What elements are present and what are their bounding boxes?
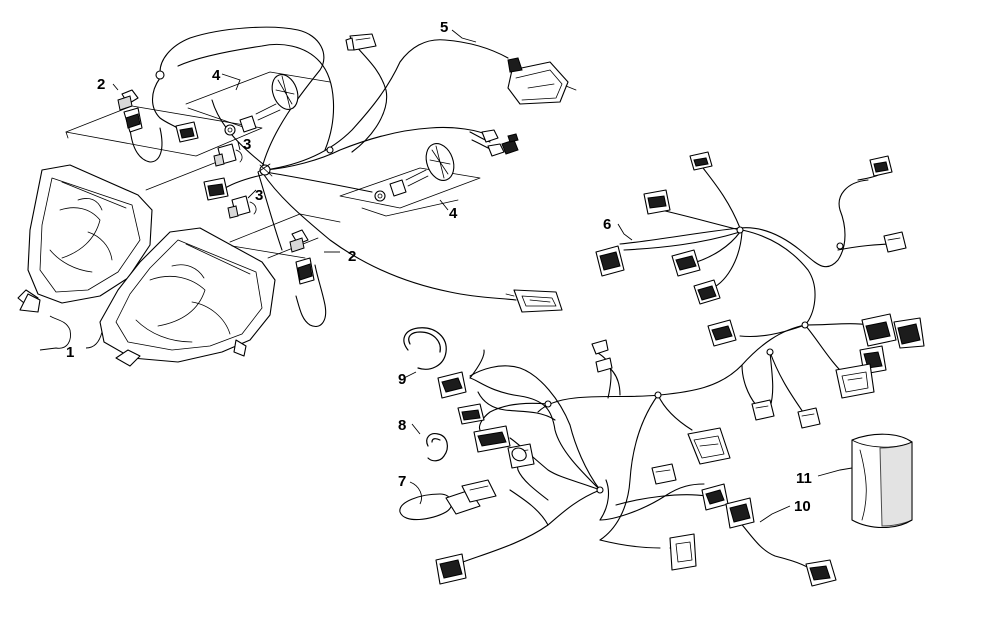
headlight-assembly	[17, 164, 276, 367]
hose-clamp-large	[403, 327, 447, 370]
callout-4-lower: 4	[449, 205, 458, 222]
callout-2-upper: 2	[97, 76, 105, 93]
callout-2-lower: 2	[348, 248, 356, 265]
callout-4-upper: 4	[212, 67, 221, 84]
headlight-left	[17, 164, 153, 313]
callout-5: 5	[440, 19, 448, 36]
callout-9: 9	[398, 371, 406, 388]
harness-spade-connectors	[481, 129, 519, 157]
explode-guides	[65, 71, 481, 259]
hose-clamp-small	[426, 433, 448, 462]
bulb-lower	[227, 195, 257, 219]
bulb-upper	[213, 143, 243, 167]
bulb-connector-lower	[203, 177, 229, 201]
harness-end-connector	[505, 289, 563, 313]
bulb-socket-upper	[117, 89, 143, 133]
adjuster-lower	[374, 143, 455, 202]
callout-3-lower: 3	[255, 187, 263, 204]
chassis-connectors	[435, 151, 925, 587]
fuse-holder	[399, 479, 497, 521]
headlight-harness	[129, 26, 517, 327]
callout-11: 11	[796, 470, 812, 487]
callout-3-upper: 3	[243, 136, 251, 153]
bulb-socket-lower	[289, 229, 315, 285]
heat-shield-sleeve	[851, 433, 913, 528]
callout-6: 6	[603, 216, 611, 233]
headlight-right	[99, 227, 276, 367]
bulb-connector-upper	[175, 121, 199, 143]
callout-10: 10	[794, 498, 811, 515]
leader-lines	[39, 29, 853, 523]
harness-top-connector	[345, 33, 377, 51]
harness-main-connector	[507, 57, 577, 105]
callout-7: 7	[398, 473, 406, 490]
callout-labels: 1 2 2 3 3 4 4 5 6 7 8 9 10 11	[66, 19, 812, 515]
callout-8: 8	[398, 417, 406, 434]
callout-1: 1	[66, 344, 74, 361]
adjuster-upper	[224, 74, 299, 136]
chassis-harness	[454, 163, 893, 573]
